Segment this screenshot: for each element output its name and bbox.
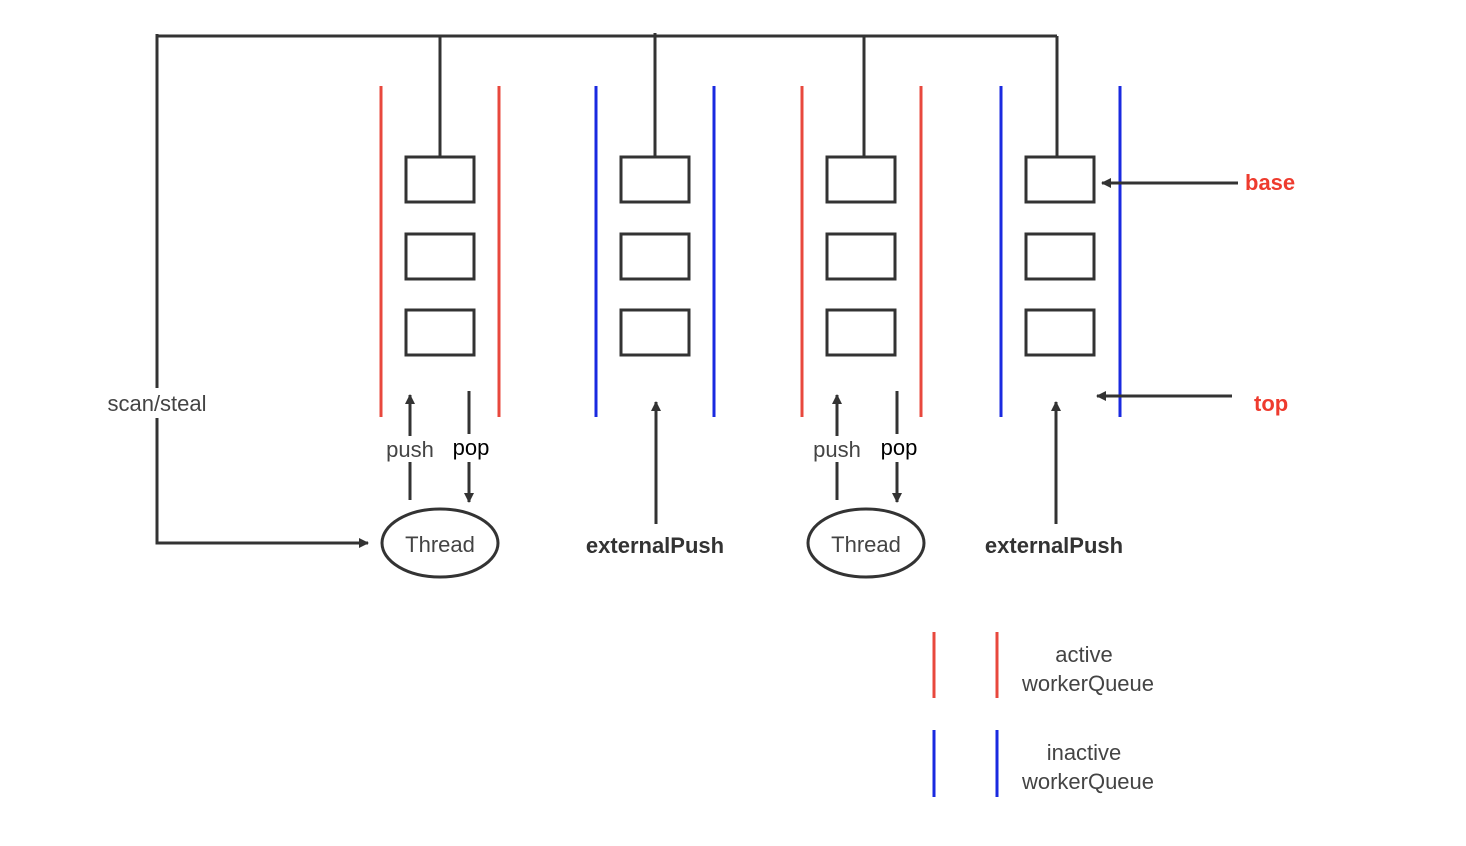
thread-node-2	[806, 507, 926, 579]
queue-3	[800, 86, 923, 417]
queue-2-slot	[619, 155, 691, 204]
legend: active workerQueue inactive workerQueue	[932, 632, 1154, 797]
push-label-bg-2	[809, 436, 865, 462]
push-label-1: push	[386, 437, 434, 462]
legend-inactive-line1: inactive	[1047, 740, 1122, 765]
queue-3-slot	[825, 308, 897, 357]
queue-4-slot	[1024, 232, 1096, 281]
queue-1-slot	[404, 232, 476, 281]
thread-label-2: Thread	[831, 532, 901, 557]
legend-inactive-line2: workerQueue	[1021, 769, 1154, 794]
pop-label-bg-2	[875, 434, 921, 462]
top-label: top	[1254, 391, 1288, 416]
queue-4-slot	[1024, 155, 1096, 204]
pop-label-2: pop	[881, 435, 918, 460]
pop-label-bg-1	[447, 434, 493, 462]
base-label: base	[1245, 170, 1295, 195]
queue-1-slot	[404, 155, 476, 204]
queue-2	[594, 86, 716, 417]
queue-4-slot	[1024, 308, 1096, 357]
push-label-bg-1	[382, 436, 438, 462]
pop-label-1: pop	[453, 435, 490, 460]
scan-steal-path	[155, 34, 369, 548]
scan-steal-label: scan/steal	[107, 391, 206, 416]
queue-3-slot	[825, 155, 897, 204]
queue-3-slot	[825, 232, 897, 281]
thread-node-1	[380, 507, 500, 579]
legend-active-line2: workerQueue	[1021, 671, 1154, 696]
legend-active-line1: active	[1055, 642, 1112, 667]
queue-4	[999, 86, 1122, 417]
queue-2-slot	[619, 232, 691, 281]
queue-1-slot	[404, 308, 476, 357]
scan-connector	[155, 33, 1059, 548]
queue-2-slot	[619, 308, 691, 357]
scan-label-bg	[96, 388, 220, 418]
external-push-label-1: externalPush	[586, 533, 724, 558]
queue-1	[379, 86, 501, 417]
thread-label-1: Thread	[405, 532, 475, 557]
push-label-2: push	[813, 437, 861, 462]
external-push-label-2: externalPush	[985, 533, 1123, 558]
